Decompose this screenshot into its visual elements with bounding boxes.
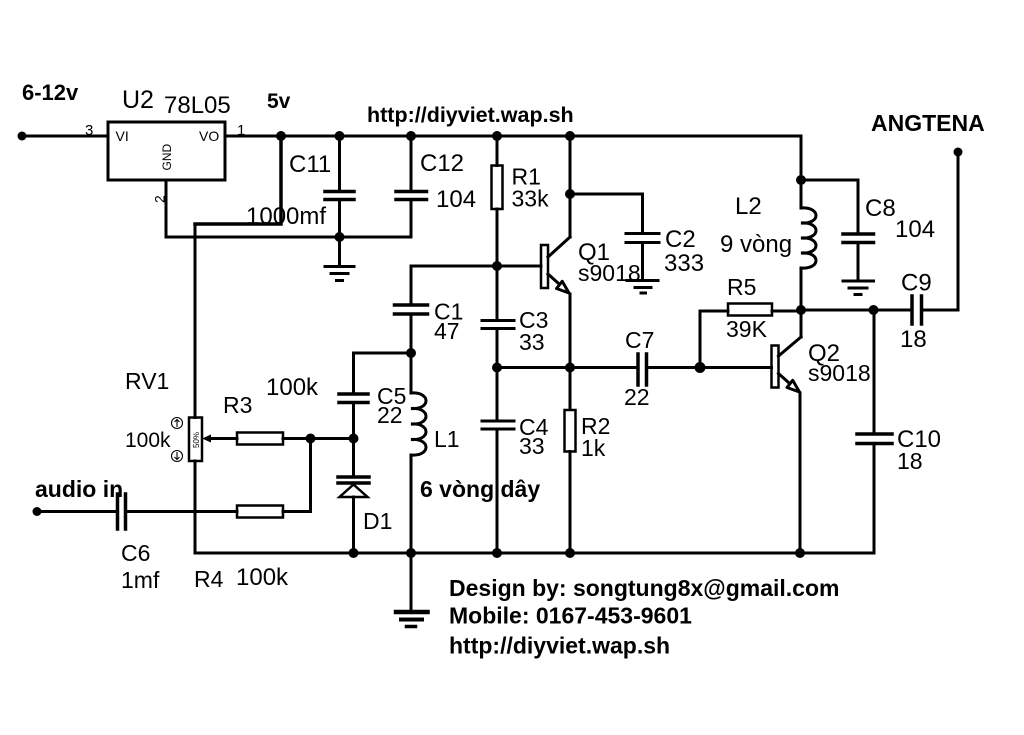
svg-text:C4: C4	[519, 414, 549, 440]
svg-text:333: 333	[664, 250, 704, 277]
svg-text:104: 104	[436, 186, 476, 213]
svg-text:C1: C1	[434, 299, 463, 325]
svg-text:18: 18	[897, 448, 923, 474]
svg-text:s9018: s9018	[808, 360, 871, 386]
svg-text:C5: C5	[377, 383, 406, 409]
svg-text:R1: R1	[512, 164, 541, 190]
svg-text:C7: C7	[625, 327, 654, 353]
svg-text:1: 1	[237, 122, 245, 139]
svg-text:http://diyviet.wap.sh: http://diyviet.wap.sh	[449, 633, 670, 659]
svg-text:3: 3	[85, 122, 93, 139]
svg-text:47: 47	[434, 318, 460, 344]
svg-text:2: 2	[152, 195, 168, 203]
svg-text:R3: R3	[223, 392, 252, 418]
svg-text:18: 18	[900, 326, 927, 353]
svg-text:22: 22	[377, 402, 403, 428]
svg-text:104: 104	[895, 216, 935, 243]
svg-text:33k: 33k	[512, 186, 550, 212]
svg-text:22: 22	[624, 384, 650, 410]
svg-text:1k: 1k	[581, 435, 606, 461]
svg-text:ANGTENA: ANGTENA	[871, 110, 985, 136]
svg-text:33: 33	[519, 433, 545, 459]
svg-text:U2: U2	[122, 86, 154, 114]
svg-text:C2: C2	[665, 226, 696, 253]
svg-text:VO: VO	[199, 128, 219, 144]
svg-text:Q2: Q2	[808, 340, 840, 367]
svg-text:D1: D1	[363, 508, 392, 534]
svg-text:Q1: Q1	[578, 239, 610, 266]
svg-text:http://diyviet.wap.sh: http://diyviet.wap.sh	[367, 103, 574, 127]
svg-text:R2: R2	[581, 413, 610, 439]
svg-text:5v: 5v	[267, 90, 291, 113]
svg-text:1000mf: 1000mf	[246, 203, 326, 230]
svg-text:C9: C9	[901, 270, 932, 297]
svg-text:C3: C3	[519, 307, 548, 333]
svg-text:C10: C10	[897, 426, 941, 453]
svg-text:GND: GND	[160, 144, 174, 171]
svg-text:Mobile: 0167-453-9601: Mobile: 0167-453-9601	[449, 603, 692, 629]
svg-text:100k: 100k	[236, 564, 289, 591]
svg-text:100k: 100k	[125, 429, 171, 452]
svg-text:L1: L1	[434, 426, 460, 452]
svg-text:100k: 100k	[266, 374, 319, 401]
svg-text:audio in: audio in	[35, 476, 123, 502]
svg-text:L2: L2	[735, 193, 762, 220]
svg-text:50%: 50%	[192, 432, 201, 448]
svg-text:6 vòng dây: 6 vòng dây	[420, 476, 540, 502]
svg-text:78L05: 78L05	[164, 92, 231, 119]
svg-text:33: 33	[519, 329, 545, 355]
svg-text:C6: C6	[121, 540, 150, 566]
svg-text:6-12v: 6-12v	[22, 80, 79, 105]
svg-text:C8: C8	[865, 195, 896, 222]
svg-text:s9018: s9018	[578, 260, 641, 286]
svg-text:C11: C11	[289, 151, 331, 178]
svg-text:RV1: RV1	[125, 368, 169, 394]
svg-text:C12: C12	[420, 150, 464, 177]
svg-text:Design by: songtung8x@gmail.co: Design by: songtung8x@gmail.com	[449, 575, 839, 601]
svg-text:9 vòng: 9 vòng	[720, 231, 792, 258]
svg-text:VI: VI	[116, 128, 129, 144]
svg-text:R4: R4	[194, 566, 224, 592]
svg-text:1mf: 1mf	[121, 567, 160, 593]
svg-text:39K: 39K	[726, 316, 768, 342]
svg-text:R5: R5	[727, 274, 756, 300]
